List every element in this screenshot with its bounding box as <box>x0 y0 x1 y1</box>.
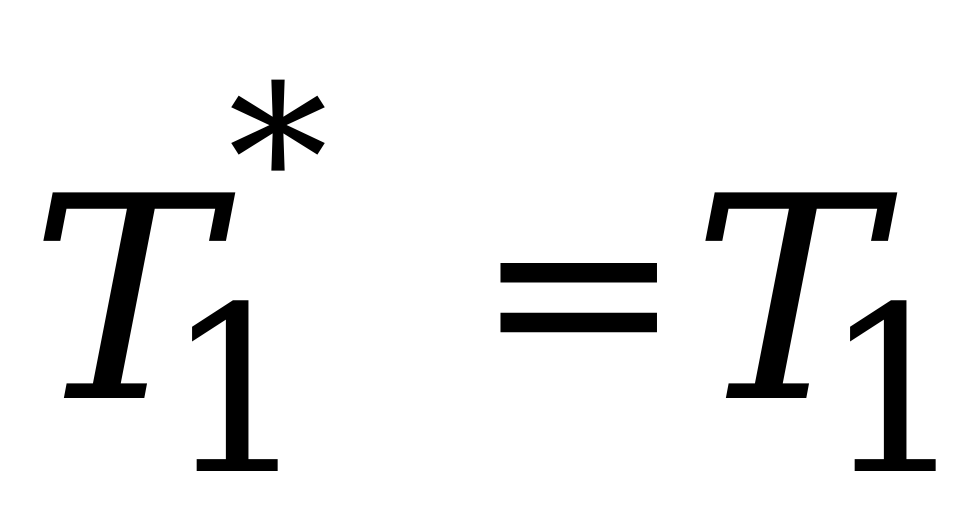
lhs-variable: T <box>30 136 219 465</box>
equals-sign: = <box>474 144 684 435</box>
lhs-subscript: 1 <box>164 259 311 519</box>
rhs-variable: T <box>692 136 881 465</box>
lhs-superscript: * <box>228 43 328 276</box>
rhs-subscript: 1 <box>822 259 964 519</box>
